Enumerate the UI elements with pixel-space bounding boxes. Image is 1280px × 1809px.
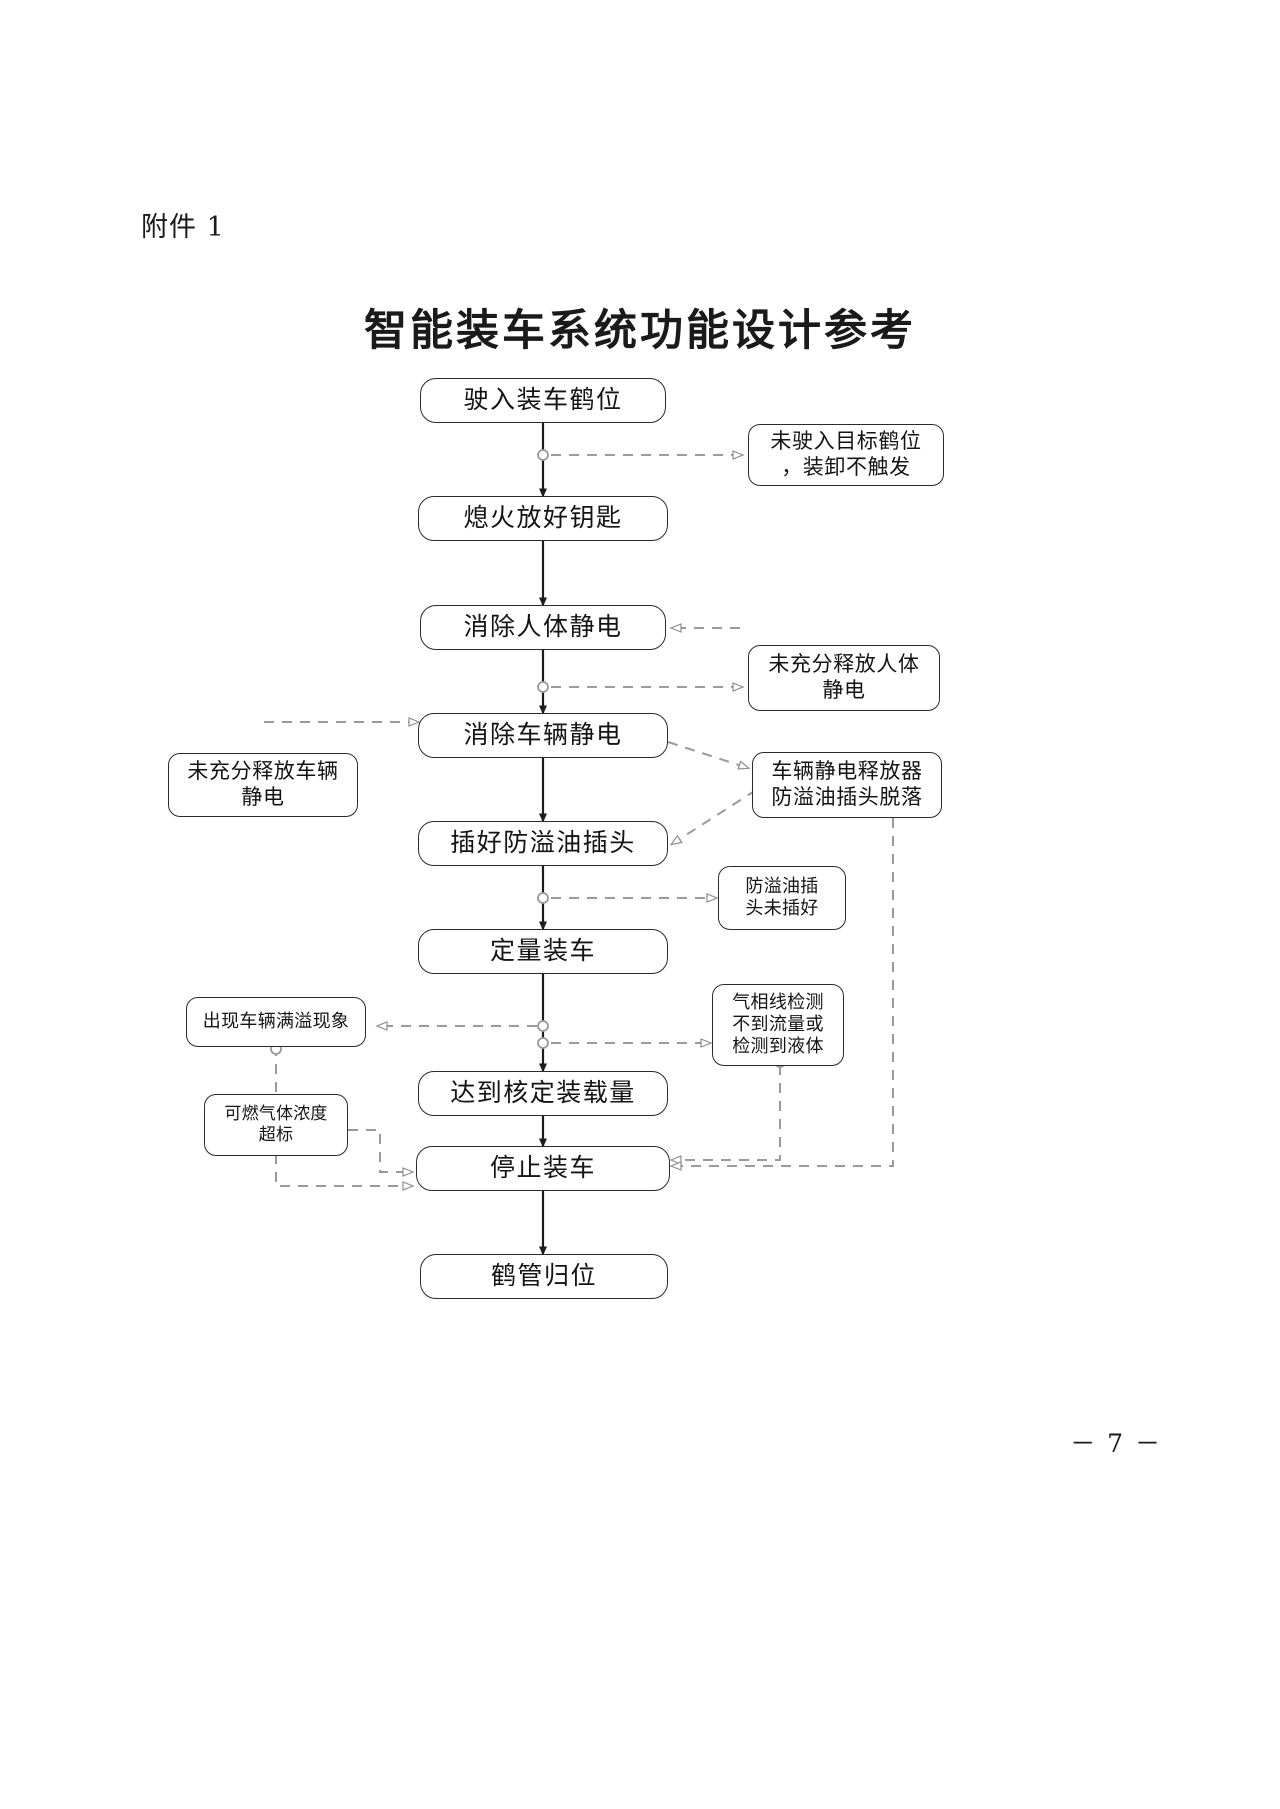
note-line: 静电 [822, 678, 866, 702]
note-line: ，装卸不触发 [781, 455, 911, 479]
note-line: 气相线检测 [732, 992, 824, 1014]
flow-node-6[interactable]: 定量装车 [418, 929, 668, 974]
flow-node-5[interactable]: 插好防溢油插头 [418, 821, 668, 866]
note-left-2[interactable]: 出现车辆满溢现象 [186, 997, 366, 1047]
note-line: 未充分释放车辆 [187, 759, 339, 784]
note-line: 超标 [258, 1125, 294, 1145]
note-line: 车辆静电释放器 [771, 759, 923, 784]
flow-node-4[interactable]: 消除车辆静电 [418, 713, 668, 758]
note-line: 静电 [241, 785, 285, 809]
note-left-1[interactable]: 未充分释放车辆 静电 [168, 753, 358, 817]
note-line: 可燃气体浓度 [224, 1104, 328, 1125]
note-right-4[interactable]: 防溢油插 头未插好 [718, 866, 846, 930]
note-line: 防溢油插 [745, 876, 819, 898]
flow-node-2[interactable]: 熄火放好钥匙 [418, 496, 668, 541]
note-line: 头未插好 [745, 898, 819, 919]
flow-node-3[interactable]: 消除人体静电 [420, 605, 666, 650]
page-number: － 7 － [1070, 1429, 1162, 1458]
flow-node-1[interactable]: 驶入装车鹤位 [420, 378, 666, 423]
note-line: 出现车辆满溢现象 [202, 1011, 350, 1033]
note-line: 检测到液体 [732, 1035, 824, 1057]
note-line: 未驶入目标鹤位 [770, 429, 922, 454]
note-right-1[interactable]: 未驶入目标鹤位 ，装卸不触发 [748, 424, 944, 486]
note-right-5[interactable]: 气相线检测 不到流量或 检测到液体 [712, 984, 844, 1066]
note-line: 不到流量或 [732, 1014, 824, 1036]
note-left-3[interactable]: 可燃气体浓度 超标 [204, 1094, 348, 1156]
note-right-2[interactable]: 未充分释放人体 静电 [748, 645, 940, 711]
flow-node-9[interactable]: 鹤管归位 [420, 1254, 668, 1299]
note-right-3[interactable]: 车辆静电释放器 防溢油插头脱落 [752, 752, 942, 818]
flow-node-8[interactable]: 停止装车 [416, 1146, 670, 1191]
attachment-label: 附件 1 [141, 212, 225, 243]
note-line: 未充分释放人体 [768, 652, 920, 677]
note-line: 防溢油插头脱落 [771, 785, 923, 809]
page-title: 智能装车系统功能设计参考 [364, 306, 916, 356]
flow-node-7[interactable]: 达到核定装载量 [418, 1071, 668, 1116]
